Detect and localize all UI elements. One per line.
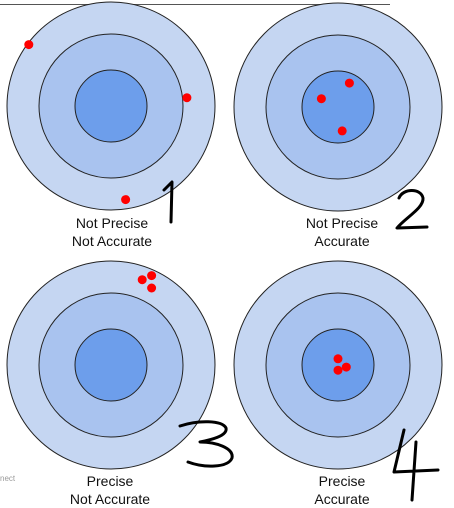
hit-marker-3: [337, 126, 347, 136]
target-4: [232, 259, 444, 471]
hit-marker-1: [137, 275, 147, 285]
hit-marker-3: [121, 195, 131, 205]
bullseye: [74, 328, 148, 402]
watermark-text: nect: [0, 474, 16, 483]
bullseye: [74, 69, 148, 143]
hit-marker-2: [147, 271, 157, 281]
hit-marker-2: [316, 94, 326, 104]
hit-marker-3: [147, 283, 157, 293]
hit-marker-2: [182, 93, 192, 103]
target-1-accuracy-label: Not Accurate: [71, 233, 153, 249]
target-4-diagram: [233, 260, 443, 470]
hit-marker-3: [341, 362, 351, 372]
target-3-accuracy-label: Not Accurate: [69, 491, 151, 507]
hit-markers: [24, 40, 192, 205]
target-4-precision-label: Precise: [318, 473, 366, 489]
target-2: [232, 1, 444, 213]
target-1-precision-label: Not Precise: [75, 215, 149, 231]
hit-marker-1: [333, 354, 343, 364]
target-2-diagram: [233, 2, 443, 212]
target-4-caption: Precise Accurate: [262, 472, 422, 508]
bullseye: [301, 328, 375, 402]
target-4-accuracy-label: Accurate: [314, 491, 370, 507]
hit-marker-1: [24, 40, 34, 50]
top-divider-line: [0, 4, 390, 5]
numeral-1: [162, 180, 174, 224]
hit-markers: [333, 354, 351, 375]
hit-marker-1: [344, 78, 354, 88]
numeral-2: [395, 189, 429, 230]
hit-markers: [316, 78, 354, 136]
target-3-diagram: [6, 260, 216, 470]
target-2-caption: Not Precise Accurate: [262, 214, 422, 250]
hit-markers: [137, 271, 157, 293]
target-3: [5, 259, 217, 471]
target-3-caption: Precise Not Accurate: [30, 472, 190, 508]
target-1-caption: Not Precise Not Accurate: [32, 214, 192, 250]
target-3-precision-label: Precise: [86, 473, 134, 489]
numeral-3: [178, 420, 234, 468]
hit-marker-2: [333, 365, 343, 375]
numeral-4: [392, 428, 440, 502]
target-2-accuracy-label: Accurate: [314, 233, 370, 249]
target-2-precision-label: Not Precise: [305, 215, 379, 231]
target-1: [5, 0, 217, 212]
target-1-diagram: [6, 1, 216, 211]
bullseye: [301, 70, 375, 144]
